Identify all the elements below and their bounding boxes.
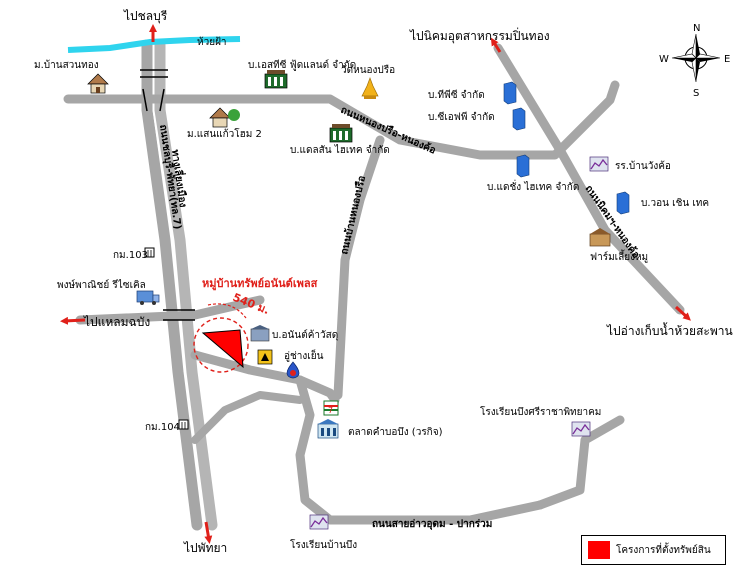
road-market-connector (295, 375, 545, 525)
label-radius: 540 ม. (231, 291, 271, 317)
dest-west: ไปแหลมฉบัง (83, 315, 150, 329)
building-icon (616, 191, 630, 215)
market-icon (317, 419, 339, 439)
river-huai-fa (67, 36, 241, 53)
compass-w: W (659, 54, 669, 65)
label-suanthong: ม.บ้านสวนทอง (34, 59, 99, 71)
label-daechang: บ.แดชั่ง ไฮเทค จำกัด (487, 179, 579, 193)
gas-station-icon (286, 361, 300, 379)
road-nongprue-vertical (333, 135, 385, 400)
dest-south: ไปพัทยา (183, 541, 227, 555)
building-icon (516, 154, 530, 178)
label-school-banbung: โรงเรียนบ้านบึง (290, 538, 357, 551)
road-label-nikhom: ถนนนิคมฯ-หนองค้อ (583, 183, 643, 261)
km-post-icon (178, 419, 189, 430)
farm-icon (589, 228, 611, 247)
label-zf: บ.ซีเอฟพี จำกัด (428, 111, 495, 123)
compass-s: S (693, 88, 699, 99)
warehouse-icon (250, 325, 270, 342)
compass-rose-icon (671, 33, 721, 83)
road-school-bungsri (535, 415, 625, 510)
road-network (63, 39, 685, 531)
arrow-south (204, 521, 213, 544)
factory-icon (264, 70, 288, 89)
house-icon (87, 73, 109, 94)
school-icon (571, 421, 591, 437)
house-icon (209, 107, 240, 128)
convenience-store-icon: 7 (323, 400, 339, 416)
project-site-marker[interactable] (201, 329, 244, 369)
dest-southeast: ไปอ่างเก็บน้ำห้วยสะพาน (606, 322, 733, 338)
dest-north: ไปชลบุรี (123, 9, 168, 24)
road-label-bottom: ถนนสายอ่าวอุดม - ปากร่วม (372, 518, 492, 530)
label-saen-kaew: ม.แสนแก้วโฮม 2 (187, 127, 262, 140)
label-km104: กม.104 (145, 422, 180, 433)
label-daelsan: บ.แดลสัน ไฮเทค จำกัด (290, 144, 390, 156)
temple-icon (361, 77, 379, 99)
label-sc-food: บ.เอสทีซี ฟู้ดแลนด์ จำกัด (248, 59, 356, 71)
label-pig-farm: ฟาร์มเลี้ยงหมู (590, 249, 648, 263)
label-anan: บ.อนันต์ค้าวัสดุ (272, 329, 338, 341)
legend: โครงการที่ตั้งทรัพย์สิน (581, 535, 726, 565)
compass-e: E (724, 54, 730, 65)
school-icon (589, 156, 609, 172)
river-label: ห้วยฝ้า (197, 36, 227, 48)
highway-7-east-lane (154, 39, 218, 531)
garage-icon (257, 349, 273, 365)
road-nikhom-nongkho (493, 43, 685, 315)
building-icon (503, 81, 517, 105)
road-bottom-curve (191, 391, 304, 444)
label-project: หมู่บ้านทรัพย์อนันต์เพลส (202, 277, 318, 291)
label-panich: พงษ์พาณิชย์ รีไซเคิล (57, 279, 146, 291)
legend-swatch (588, 541, 610, 559)
arrow-west (60, 316, 86, 325)
road-top-horizontal (63, 80, 620, 160)
recycle-truck-icon (136, 290, 160, 305)
label-vone: บ.วอน เชิน เทค (641, 198, 709, 209)
school-icon (309, 514, 329, 530)
label-tpc: บ.ทีพีซี จำกัด (428, 89, 485, 101)
highway-7-divider (152, 44, 205, 526)
label-market: ตลาดคำบอบึง (วรกิจ) (348, 426, 443, 438)
overpass-marks (140, 69, 195, 321)
label-school-wangkho: รร.บ้านวังค้อ (615, 160, 671, 172)
building-icon (512, 107, 526, 131)
label-seven: 7 (328, 406, 333, 415)
label-school-bungsri: โรงเรียนบึงศรีราชาพิทยาคม (480, 405, 601, 418)
dest-northeast: ไปนิคมอุตสาหกรรมปิ่นทอง (409, 27, 550, 44)
legend-label: โครงการที่ตั้งทรัพย์สิน (616, 544, 711, 556)
road-west-laemchabang (75, 295, 265, 325)
km-post-icon (144, 247, 155, 258)
direction-arrows (60, 24, 691, 544)
label-wat: วัดหนองปรือ (341, 64, 395, 76)
factory-icon (329, 124, 353, 143)
radius-arc-pointer (207, 303, 247, 319)
compass-n: N (693, 23, 700, 34)
label-km103: กม.103 (113, 250, 148, 261)
label-garage: อู่ช่างเย็น (284, 348, 324, 362)
radius-ring (193, 317, 249, 373)
arrow-northeast (490, 37, 502, 53)
arrow-southeast (674, 305, 691, 321)
